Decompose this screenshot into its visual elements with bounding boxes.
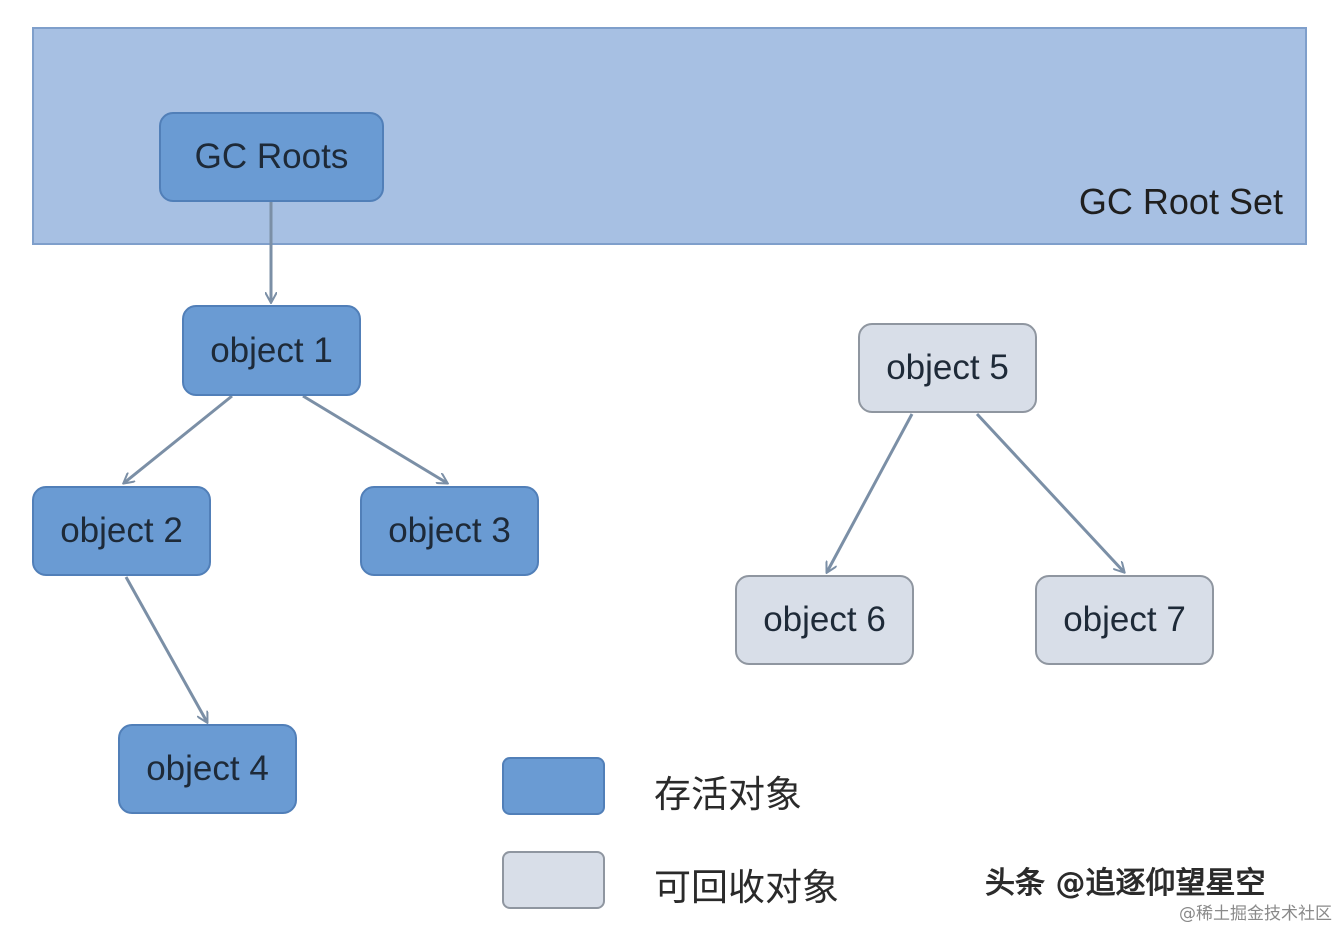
edge-object5-to-object6 <box>827 413 914 572</box>
object-7-node: object 7 <box>1035 575 1214 665</box>
object-3-node: object 3 <box>360 486 539 576</box>
object-5-node: object 5 <box>858 323 1037 413</box>
legend-alive-label: 存活对象 <box>654 773 802 816</box>
watermark: @稀土掘金技术社区 <box>1179 904 1332 924</box>
object-1-node: object 1 <box>182 305 361 396</box>
legend-collectable-swatch <box>502 851 605 909</box>
gc-roots-node: GC Roots <box>159 112 384 202</box>
gc-root-set-label: GC Root Set <box>1078 181 1283 222</box>
edge-object2-to-object4 <box>124 576 207 722</box>
author-credit: 头条 @追逐仰望星空 <box>985 866 1266 901</box>
legend-alive-swatch <box>502 757 605 815</box>
edge-object1-to-object3 <box>302 394 447 483</box>
object-4-node: object 4 <box>118 724 297 814</box>
edge-object5-to-object7 <box>975 412 1124 572</box>
legend-collectable-label: 可回收对象 <box>654 866 839 909</box>
edge-object1-to-object2 <box>124 394 233 483</box>
object-6-node: object 6 <box>735 575 914 665</box>
object-2-node: object 2 <box>32 486 211 576</box>
